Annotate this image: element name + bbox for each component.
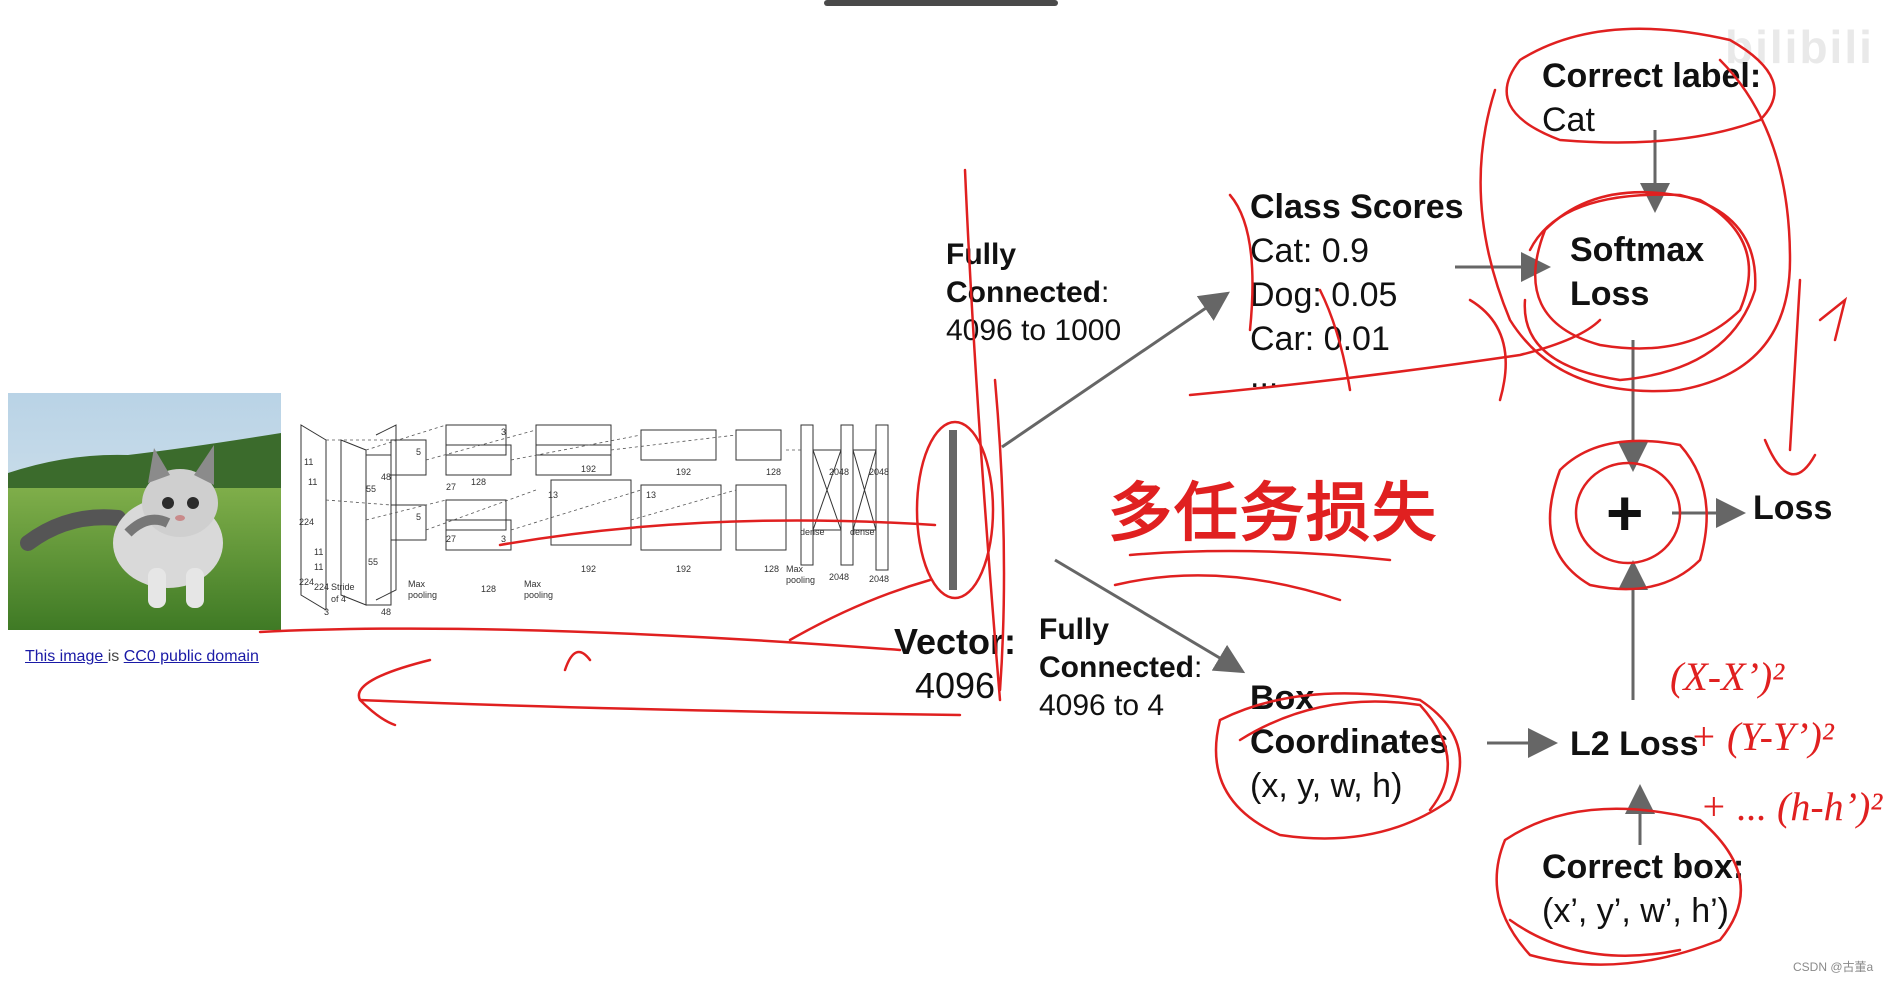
alexnet-label: 2048 bbox=[829, 572, 849, 582]
alexnet-label: 11 bbox=[314, 547, 323, 557]
feature-vector-bar bbox=[949, 430, 957, 590]
caption-text-is: is bbox=[107, 648, 124, 665]
l2-loss: L2 Loss bbox=[1570, 725, 1699, 763]
alexnet-label: 11 bbox=[314, 562, 323, 572]
multitask-loss-annotation: 多任务损失 bbox=[1108, 477, 1438, 549]
alexnet-label: 55 bbox=[368, 557, 378, 567]
image-caption: This image is CC0 public domain bbox=[25, 648, 259, 666]
correct-label-value: Cat bbox=[1542, 101, 1595, 139]
alexnet-label: 27 bbox=[446, 534, 456, 544]
correct-box: Correct box: (x’, y’, w’, h’) bbox=[1542, 845, 1744, 933]
alexnet-label: dense bbox=[850, 527, 875, 537]
cat-photo bbox=[8, 393, 281, 630]
alexnet-label: Max bbox=[524, 579, 542, 589]
box-line3: (x, y, w, h) bbox=[1250, 767, 1403, 805]
alexnet-label: 192 bbox=[676, 564, 691, 574]
correct-box-title: Correct box: bbox=[1542, 848, 1745, 886]
correct-label: Correct label: Cat bbox=[1542, 54, 1761, 142]
alexnet-label: 192 bbox=[581, 464, 596, 474]
fc-top-colon: : bbox=[1101, 276, 1110, 309]
alexnet-label: Max bbox=[408, 579, 426, 589]
alexnet-label: pooling bbox=[408, 590, 437, 600]
top-toolbar-handle bbox=[824, 0, 1058, 6]
alexnet-label: 2048 bbox=[829, 467, 849, 477]
class-score-car: Car: 0.01 bbox=[1250, 320, 1390, 358]
alexnet-label: pooling bbox=[524, 590, 553, 600]
alexnet-label: Stride bbox=[331, 582, 355, 592]
alexnet-label: 224 bbox=[299, 577, 314, 587]
alexnet-label: 11 bbox=[304, 457, 313, 467]
fc-bottom-line1: Fully bbox=[1039, 613, 1110, 646]
alexnet-label: 13 bbox=[646, 490, 656, 500]
softmax-line2: Loss bbox=[1570, 275, 1650, 313]
alexnet-label: dense bbox=[800, 527, 825, 537]
alexnet-label: 128 bbox=[481, 584, 496, 594]
handwriting-line3: + ... (h-h’)² bbox=[1700, 784, 1883, 829]
alexnet-label: 192 bbox=[581, 564, 596, 574]
fc-bottom-line2: Connected bbox=[1039, 651, 1195, 684]
class-score-cat: Cat: 0.9 bbox=[1250, 232, 1370, 270]
alexnet-label: 224 bbox=[314, 582, 329, 592]
alexnet-label: 5 bbox=[416, 447, 421, 457]
alexnet-label: 3 bbox=[501, 534, 506, 544]
alexnet-label: 48 bbox=[381, 607, 391, 617]
box-line2: Coordinates bbox=[1250, 723, 1449, 761]
alexnet-label: 5 bbox=[416, 512, 421, 522]
vector-value: 4096 bbox=[914, 665, 996, 706]
total-loss: Loss bbox=[1753, 489, 1833, 527]
bilibili-logo: bilibili bbox=[1725, 21, 1874, 73]
softmax-line1: Softmax bbox=[1570, 231, 1705, 269]
softmax-loss: Softmax Loss bbox=[1570, 228, 1704, 316]
alexnet-diagram: 11 11 224 224 11 11 224 Stride of 4 3 55… bbox=[299, 424, 889, 617]
alexnet-label: 128 bbox=[471, 477, 486, 487]
alexnet-label: 192 bbox=[676, 467, 691, 477]
alexnet-label: of 4 bbox=[331, 594, 346, 604]
fc-top-line1: Fully bbox=[946, 238, 1017, 271]
caption-link-license[interactable]: CC0 public domain bbox=[123, 648, 259, 665]
alexnet-label: 11 bbox=[308, 477, 317, 487]
alexnet-label: 27 bbox=[446, 482, 456, 492]
alexnet-label: Max bbox=[786, 564, 804, 574]
alexnet-label: 2048 bbox=[869, 467, 889, 477]
fc-bottom-colon: : bbox=[1194, 651, 1203, 684]
class-scores-title: Class Scores bbox=[1250, 188, 1464, 226]
csdn-watermark: CSDN @古董a bbox=[1793, 960, 1874, 974]
handwriting-line2: + (Y-Y’)² bbox=[1690, 714, 1835, 759]
alexnet-label: 3 bbox=[501, 427, 506, 437]
fc-bottom-line3: 4096 to 4 bbox=[1039, 689, 1165, 722]
alexnet-label: 128 bbox=[766, 467, 781, 477]
plus-symbol: + bbox=[1606, 477, 1644, 549]
alexnet-label: 224 bbox=[299, 517, 314, 527]
alexnet-label: 3 bbox=[324, 607, 329, 617]
alexnet-label: 48 bbox=[381, 472, 391, 482]
alexnet-label: 55 bbox=[366, 484, 376, 494]
alexnet-label: 2048 bbox=[869, 574, 889, 584]
caption-link-image[interactable]: This image bbox=[25, 648, 108, 665]
alexnet-label: pooling bbox=[786, 575, 815, 585]
handwriting-line1: (X-X’)² bbox=[1670, 654, 1785, 699]
fc-bottom-label: Fully Connected: 4096 to 4 bbox=[1039, 611, 1202, 725]
correct-box-value: (x’, y’, w’, h’) bbox=[1542, 892, 1729, 930]
alexnet-label: 13 bbox=[548, 490, 558, 500]
alexnet-label: 128 bbox=[764, 564, 779, 574]
class-scores: Class Scores Cat: 0.9 Dog: 0.05 Car: 0.0… bbox=[1250, 185, 1464, 393]
